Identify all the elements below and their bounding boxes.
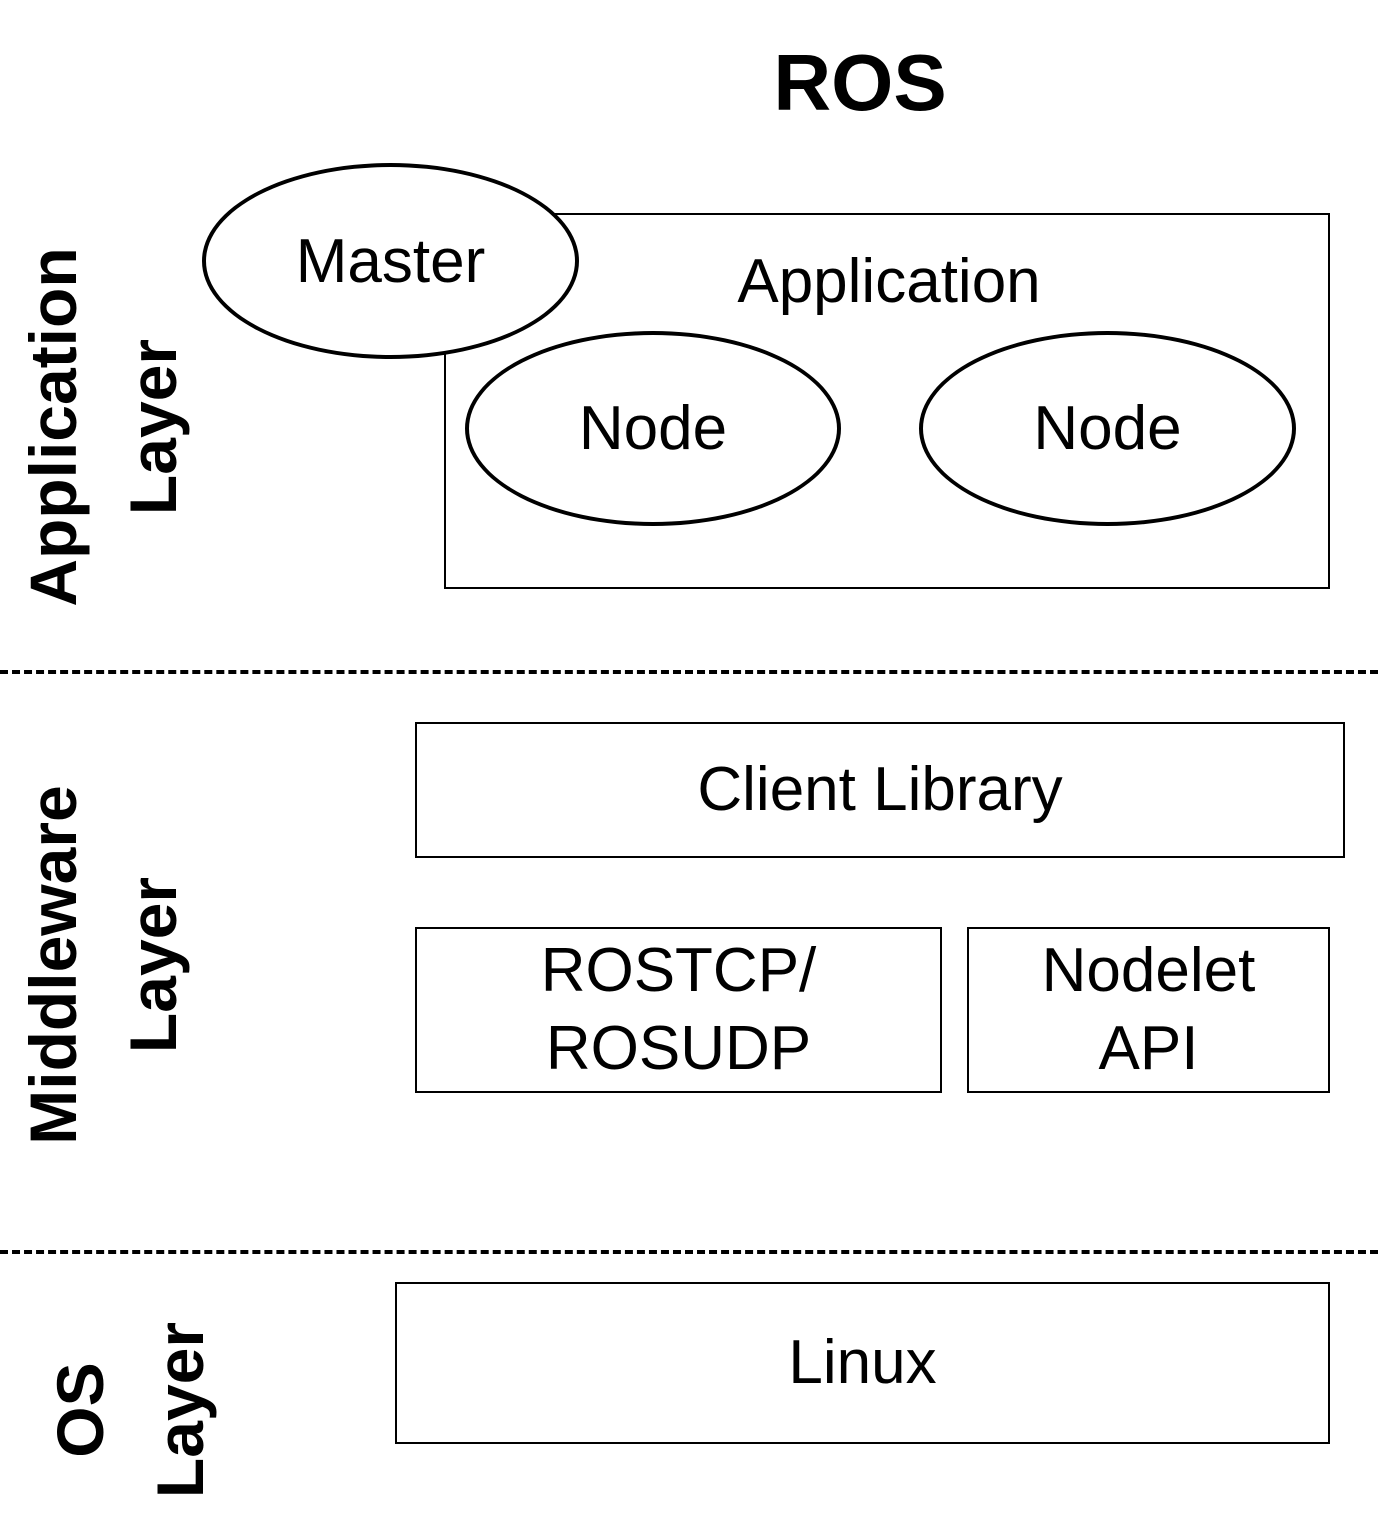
middleware-layer-label-line2: Layer (116, 876, 190, 1054)
application-layer-label: Application Layer (3, 227, 203, 627)
diagram-title: ROS (773, 38, 947, 127)
node-ellipse-2: Node (919, 331, 1296, 526)
client-library-label: Client Library (697, 755, 1063, 824)
node-label-2: Node (1033, 394, 1182, 463)
node-label-1: Node (578, 394, 728, 463)
master-label: Master (295, 226, 486, 296)
application-layer-label-line1: Application (16, 247, 90, 607)
nodelet-api-box: Nodelet API (967, 927, 1330, 1093)
application-layer-label-line2: Layer (116, 338, 190, 516)
master-ellipse: Master (202, 163, 579, 359)
nodelet-api-label-line1: Nodelet (1041, 936, 1256, 1005)
linux-box: Linux (395, 1282, 1330, 1444)
transport-box: ROSTCP/ ROSUDP (415, 927, 942, 1093)
transport-label-line1: ROSTCP/ (540, 936, 817, 1005)
os-layer-label-line1: OS (43, 1362, 117, 1458)
middleware-layer-label-line1: Middleware (16, 785, 90, 1145)
middleware-os-divider (0, 1250, 1378, 1254)
linux-label: Linux (788, 1328, 937, 1397)
os-layer-label-line2: Layer (143, 1321, 217, 1499)
nodelet-api-label: Nodelet API (1042, 932, 1256, 1088)
node-ellipse-1: Node (465, 331, 841, 526)
application-middleware-divider (0, 670, 1378, 674)
os-layer-label: OS Layer (30, 1285, 230, 1535)
middleware-layer-label: Middleware Layer (3, 715, 203, 1215)
application-container-label: Application (737, 247, 1041, 316)
transport-label-line2: ROSUDP (545, 1014, 812, 1083)
transport-label: ROSTCP/ ROSUDP (541, 932, 817, 1088)
client-library-box: Client Library (415, 722, 1345, 858)
nodelet-api-label-line2: API (1098, 1014, 1199, 1083)
